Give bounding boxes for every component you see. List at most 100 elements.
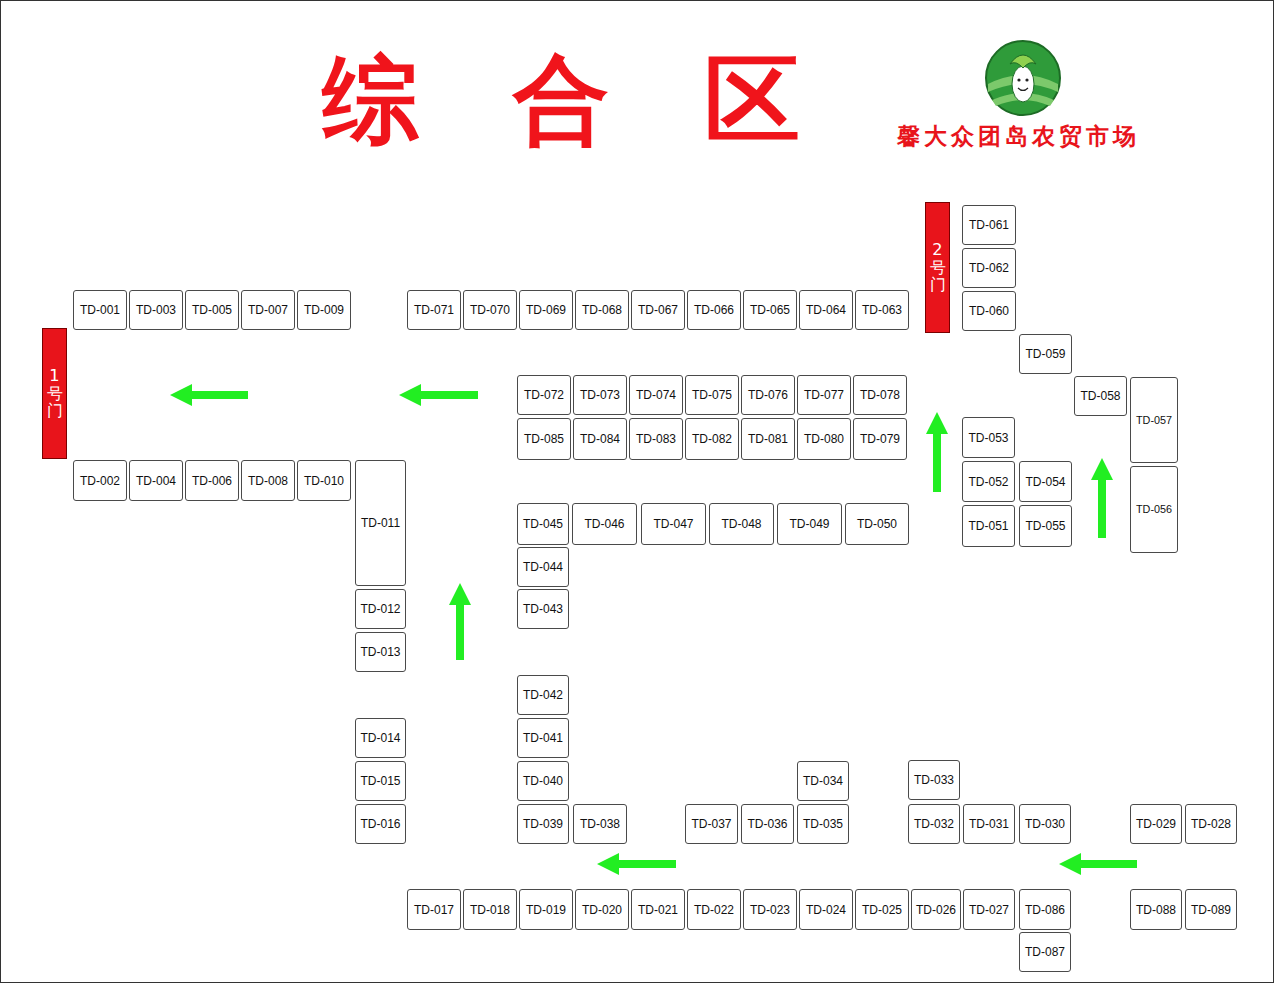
stall-number: TD-078 — [860, 389, 900, 401]
stall-box: TD-022 — [687, 889, 741, 930]
stall-box: TD-087 — [1019, 932, 1071, 972]
stall-box: TD-016 — [355, 804, 406, 844]
stall-number: TD-010 — [304, 475, 344, 487]
stall-number: TD-032 — [914, 818, 954, 830]
stall-box: TD-049 — [777, 503, 842, 545]
stall-box: TD-034 — [797, 761, 849, 801]
stall-number: TD-077 — [804, 389, 844, 401]
stall-box: TD-074 — [629, 375, 683, 415]
stall-number: TD-021 — [638, 904, 678, 916]
stall-box: TD-028 — [1185, 804, 1237, 844]
stall-box: TD-071 — [407, 290, 461, 330]
stall-box: TD-012 — [355, 589, 406, 629]
stall-number: TD-001 — [80, 304, 120, 316]
stall-box: TD-048 — [709, 503, 774, 545]
stall-number: TD-006 — [192, 475, 232, 487]
stall-number: TD-037 — [691, 818, 731, 830]
stall-number: TD-081 — [748, 433, 788, 445]
stall-box: TD-021 — [631, 889, 685, 930]
stall-number: TD-087 — [1025, 946, 1065, 958]
stall-number: TD-062 — [969, 262, 1009, 274]
direction-arrow — [926, 412, 948, 492]
stall-box: TD-041 — [517, 718, 569, 758]
stall-box: TD-026 — [911, 889, 961, 930]
stall-number: TD-043 — [523, 603, 563, 615]
stall-number: TD-057 — [1136, 415, 1172, 426]
stall-number: TD-058 — [1080, 390, 1120, 402]
stall-box: TD-089 — [1185, 889, 1237, 930]
gate-box: 1号门 — [42, 328, 67, 459]
stall-box: TD-066 — [687, 290, 741, 330]
stall-box: TD-075 — [685, 375, 739, 415]
stall-number: TD-085 — [524, 433, 564, 445]
stall-number: TD-040 — [523, 775, 563, 787]
stall-number: TD-084 — [580, 433, 620, 445]
stall-number: TD-064 — [806, 304, 846, 316]
stall-number: TD-074 — [636, 389, 676, 401]
stall-number: TD-020 — [582, 904, 622, 916]
stall-box: TD-068 — [575, 290, 629, 330]
stall-box: TD-039 — [517, 804, 569, 844]
stall-number: TD-002 — [80, 475, 120, 487]
stall-number: TD-015 — [360, 775, 400, 787]
stall-box: TD-044 — [517, 547, 569, 587]
stall-number: TD-031 — [969, 818, 1009, 830]
stall-box: TD-032 — [908, 804, 960, 844]
stall-box: TD-046 — [572, 503, 637, 545]
stall-box: TD-073 — [573, 375, 627, 415]
stall-box: TD-080 — [797, 418, 851, 460]
stall-box: TD-025 — [855, 889, 909, 930]
stall-box: TD-079 — [853, 418, 907, 460]
stall-box: TD-015 — [355, 761, 406, 801]
stall-number: TD-034 — [803, 775, 843, 787]
stall-number: TD-070 — [470, 304, 510, 316]
stall-box: TD-027 — [963, 889, 1015, 930]
stall-box: TD-058 — [1074, 376, 1127, 416]
stall-box: TD-002 — [73, 460, 127, 501]
stall-box: TD-061 — [962, 205, 1016, 245]
stall-box: TD-042 — [517, 675, 569, 715]
stall-number: TD-047 — [653, 518, 693, 530]
stall-number: TD-041 — [523, 732, 563, 744]
stall-box: TD-059 — [1019, 334, 1072, 374]
stall-number: TD-089 — [1191, 904, 1231, 916]
stall-number: TD-007 — [248, 304, 288, 316]
stall-number: TD-048 — [721, 518, 761, 530]
logo-eye — [1025, 78, 1028, 81]
stall-box: TD-084 — [573, 418, 627, 460]
logo-disc — [986, 41, 1060, 115]
stall-number: TD-050 — [857, 518, 897, 530]
logo-leaves — [1010, 55, 1036, 68]
stall-number: TD-059 — [1025, 348, 1065, 360]
stall-number: TD-026 — [916, 904, 956, 916]
direction-arrow — [170, 384, 248, 406]
stall-box: TD-077 — [797, 375, 851, 415]
stall-box: TD-060 — [962, 291, 1016, 331]
stall-box: TD-004 — [129, 460, 183, 501]
stall-box: TD-062 — [962, 248, 1016, 288]
stall-number: TD-030 — [1025, 818, 1065, 830]
stall-number: TD-017 — [414, 904, 454, 916]
direction-arrow — [1091, 458, 1113, 538]
stall-box: TD-088 — [1130, 889, 1182, 930]
stall-box: TD-036 — [741, 804, 794, 844]
stall-box: TD-018 — [463, 889, 517, 930]
stall-box: TD-051 — [962, 505, 1015, 547]
stall-number: TD-003 — [136, 304, 176, 316]
stall-number: TD-014 — [360, 732, 400, 744]
stall-box: TD-023 — [743, 889, 797, 930]
stall-number: TD-005 — [192, 304, 232, 316]
stall-number: TD-088 — [1136, 904, 1176, 916]
stall-box: TD-050 — [845, 503, 909, 545]
stall-number: TD-076 — [748, 389, 788, 401]
direction-arrow — [399, 384, 478, 406]
stall-box: TD-069 — [519, 290, 573, 330]
stall-box: TD-083 — [629, 418, 683, 460]
stall-number: TD-018 — [470, 904, 510, 916]
logo-smile — [1018, 88, 1028, 91]
stall-number: TD-042 — [523, 689, 563, 701]
stall-number: TD-028 — [1191, 818, 1231, 830]
stall-box: TD-009 — [297, 290, 351, 330]
stall-number: TD-051 — [968, 520, 1008, 532]
stall-number: TD-027 — [969, 904, 1009, 916]
